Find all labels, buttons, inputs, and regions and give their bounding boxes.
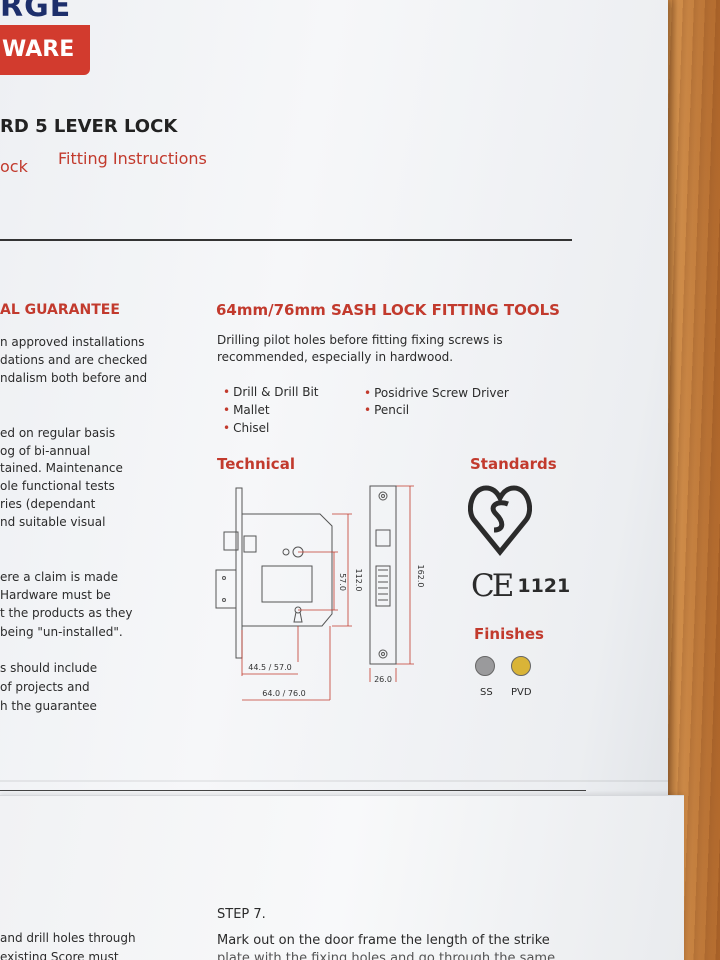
guarantee-text-line: ole functional tests [0,479,115,493]
step-text-line: Mark out on the door frame the length of… [217,933,550,948]
guarantee-heading: AL GUARANTEE [0,302,120,318]
strike-plate [369,485,397,665]
tools-heading: 64mm/76mm SASH LOCK FITTING TOOLS [216,301,560,319]
guarantee-text-line: ndalism both before and [0,371,148,385]
guarantee-text-line: s should include [0,661,98,675]
guarantee-text-line: og of bi-annual [0,444,91,458]
lock-case-outline [241,513,333,627]
tool-item: •Posidrive Screw Driver [364,386,509,400]
finish-swatch-ss [475,656,495,676]
standards-heading: Standards [470,455,557,473]
guarantee-text-line: h the guarantee [0,699,97,713]
tool-item: •Mallet [223,403,270,417]
bullet-icon: • [364,386,372,400]
strike-bolt-opening [375,565,391,607]
document-title: RD 5 LEVER LOCK [0,116,178,137]
forend-width-label: 26.0 [374,675,392,684]
guarantee-text-line: tained. Maintenance [0,461,123,475]
header-divider [0,239,572,241]
case-height-label: 112.0 [354,569,363,592]
guarantee-text-line: ere a claim is made [0,570,118,584]
instruction-sheet-lower-fold [0,795,684,960]
strike-latch-opening [375,529,391,547]
finishes-heading: Finishes [474,625,544,643]
finish-swatch-pvd [511,656,531,676]
section-divider [0,790,586,791]
bullet-icon: • [364,403,372,417]
finish-label-pvd: PVD [511,687,532,698]
step-text-line: plate with the fixing holes and go throu… [217,951,556,960]
deadbolt [223,531,239,551]
step-text-left-line: existing Score must [0,950,119,960]
backset-label: 44.5 / 57.0 [248,663,291,672]
lock-inner-case [261,565,313,603]
bullet-icon: • [223,385,231,399]
finish-label-ss: SS [480,687,493,698]
brand-logo-top: RGE [0,0,72,20]
step-text-left-line: and drill holes through [0,931,136,945]
latch-bolt [215,569,237,609]
ce-number: 1121 [517,575,571,597]
paper-fold-crease [0,780,668,782]
document-subtitle: Fitting Instructions [58,149,207,168]
tool-item: •Chisel [223,421,270,435]
guarantee-text-line: t the products as they [0,606,133,620]
guarantee-text-line: ed on regular basis [0,426,116,440]
case-depth-label: 64.0 / 76.0 [262,689,305,698]
forend-height-label: 162.0 [416,565,425,588]
tools-paragraph-line: recommended, especially in hardwood. [217,350,454,364]
guarantee-text-line: dations and are checked [0,353,148,367]
kitemark-icon [468,485,532,556]
tools-paragraph-line: Drilling pilot holes before fitting fixi… [217,333,503,347]
guarantee-text-line: being "un-installed". [0,625,123,639]
tool-item: •Pencil [364,403,410,417]
tools-paragraph: Drilling pilot holes before fitting fixi… [217,332,517,366]
guarantee-text-line: of projects and [0,680,90,694]
guarantee-text-line: n approved installations [0,335,145,349]
step-heading: STEP 7. [217,907,266,922]
centres-label: 57.0 [338,573,347,591]
guarantee-text-line: nd suitable visual [0,515,106,529]
lock-forend-plate [235,487,243,659]
guarantee-text-line: ries (dependant [0,497,96,511]
bullet-icon: • [223,403,231,417]
ce-mark-logo: CE 1121 [471,568,570,604]
guarantee-text-line: Hardware must be [0,588,111,602]
technical-heading: Technical [217,455,295,473]
ce-mark-icon: CE [471,568,514,604]
latch-housing [243,535,257,553]
lock-technical-drawing: 112.0 57.0 162.0 44.5 / 57.0 64.0 / 76.0… [215,485,425,701]
brand-logo-bottom: WARE [0,25,90,75]
tool-item: •Drill & Drill Bit [223,385,319,399]
document-subtitle-left: ock [0,157,28,176]
bullet-icon: • [223,421,231,435]
